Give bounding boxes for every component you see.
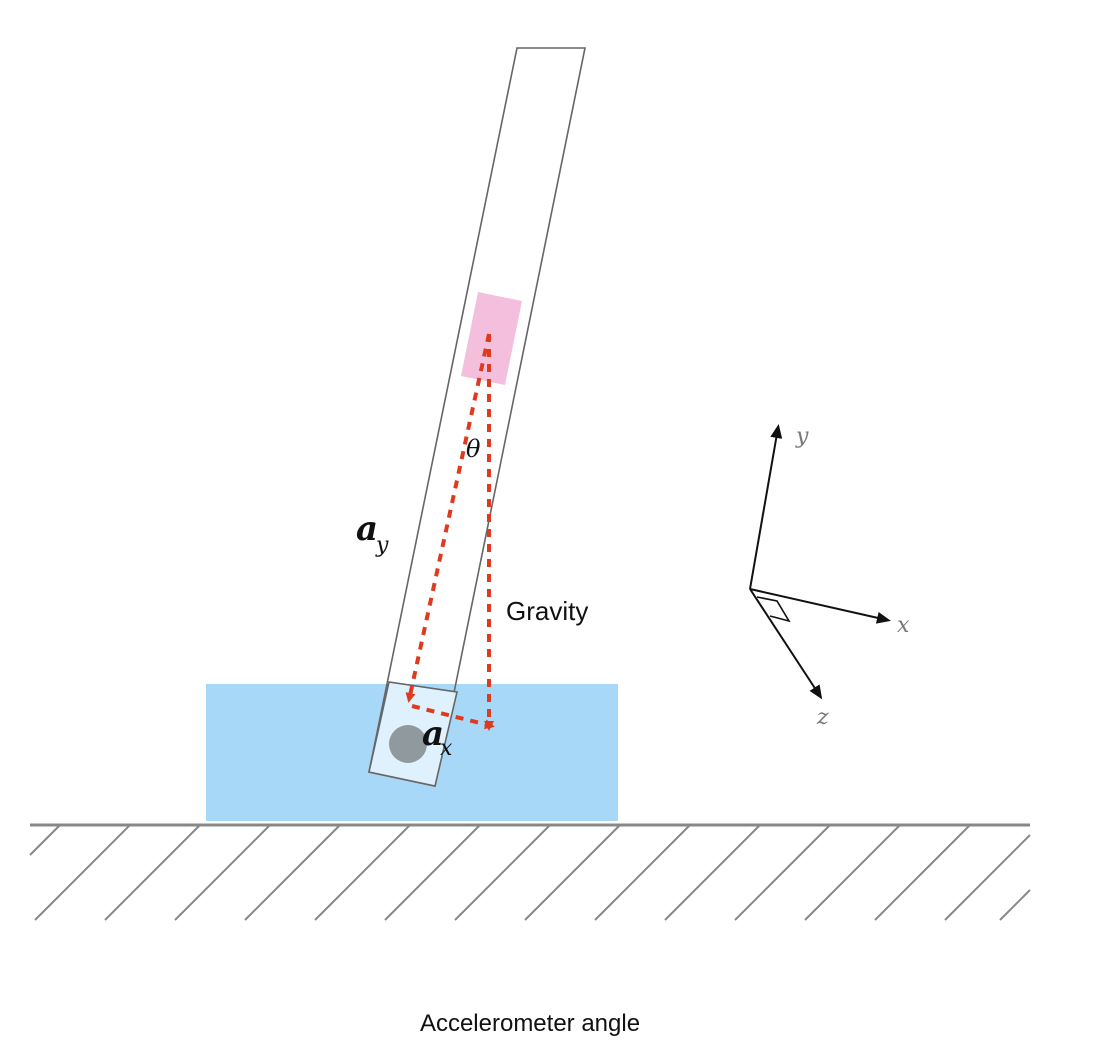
acceleration-vectors — [405, 333, 495, 731]
x-axis-arrow — [749, 588, 891, 624]
z-axis-label: z — [816, 705, 829, 730]
z-axis-arrow — [749, 588, 823, 700]
right-angle-mark — [756, 596, 791, 623]
y-axis-arrow — [749, 424, 783, 590]
tilted-rod — [368, 47, 586, 787]
accelerometer-sensor — [461, 292, 522, 385]
ground — [29, 823, 1031, 921]
a-y-label: ay — [356, 509, 389, 558]
coordinate-axes — [749, 424, 891, 700]
pivot-ball — [389, 725, 427, 763]
a-x-label: ax — [422, 714, 453, 761]
gravity-label: Gravity — [506, 596, 588, 626]
x-axis-label: x — [897, 613, 910, 638]
caption: Accelerometer angle — [419, 1010, 641, 1037]
y-axis-label: y — [795, 424, 809, 449]
a-y-vector — [405, 333, 491, 703]
theta-label: θ — [466, 435, 481, 463]
